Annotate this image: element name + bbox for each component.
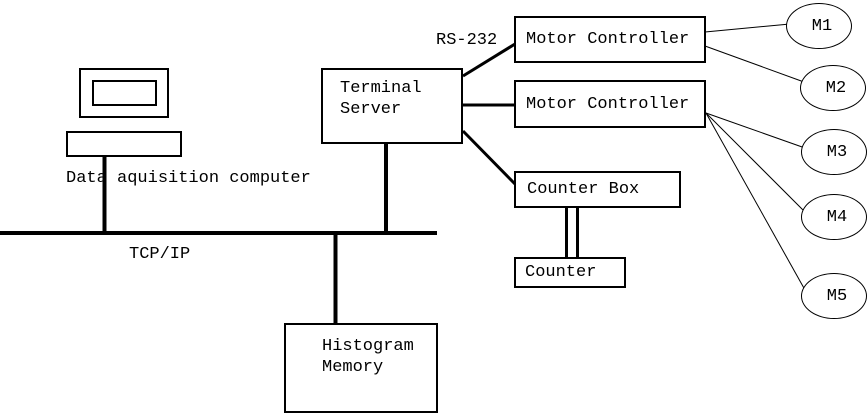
motor-controller-2-to-m4-line (705, 112, 806, 213)
tcp-ip-bus-label: TCP/IP (129, 245, 191, 264)
motor-m3-node: M3 (801, 129, 867, 175)
counter-box-node: Counter Box (514, 171, 681, 208)
terminal-server-node: Terminal Server (321, 68, 463, 144)
motor-controller-2-node: Motor Controller (514, 80, 706, 128)
counter-node: Counter (514, 257, 626, 288)
motor-controller-2-to-m3-line (705, 112, 806, 149)
motor-m5-node: M5 (801, 273, 867, 319)
terminal-server-to-motor-controller-1-line (462, 42, 516, 78)
motor-controller-2-to-m5-line (705, 112, 806, 291)
terminal-server-to-counter-box-line (461, 129, 517, 186)
rs232-label: RS-232 (436, 31, 498, 50)
monitor-icon (79, 68, 169, 118)
data-acquisition-computer-label: Data aquisition computer (66, 169, 311, 188)
motor-controller-1-node: Motor Controller (514, 16, 706, 63)
motor-controller-1-to-m2-line (704, 45, 805, 83)
motor-m4-node: M4 (801, 194, 867, 240)
histogram-memory-node: Histogram Memory (284, 323, 438, 413)
motor-m1-node: M1 (786, 3, 852, 49)
motor-controller-1-to-m1-line (704, 23, 791, 33)
monitor-screen-icon (92, 80, 157, 106)
motor-m2-node: M2 (800, 65, 866, 111)
keyboard-icon (66, 131, 182, 157)
